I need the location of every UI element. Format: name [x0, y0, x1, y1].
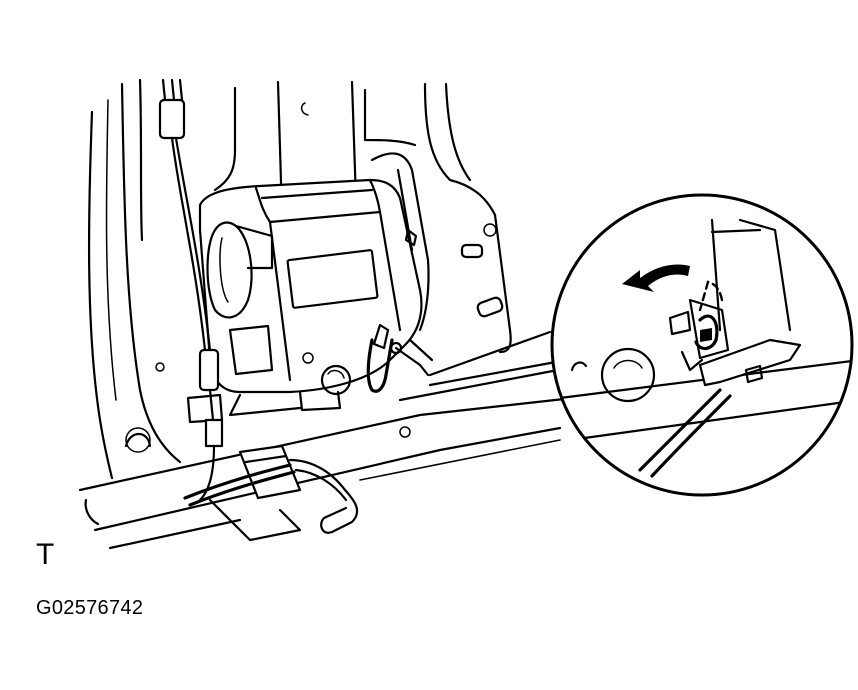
leader-line	[428, 330, 558, 387]
wire-harness	[158, 78, 224, 502]
door-lock-actuator	[198, 178, 423, 417]
door-panel	[213, 82, 512, 354]
lock-rod	[366, 152, 434, 393]
view-label: T	[36, 538, 55, 571]
figure-code: G02576742	[36, 597, 144, 619]
door-sill	[78, 360, 602, 550]
door-frame	[87, 78, 182, 480]
detail-view-circle	[550, 193, 854, 497]
harness-clip	[183, 444, 359, 534]
curved-arrow-icon	[622, 264, 690, 292]
